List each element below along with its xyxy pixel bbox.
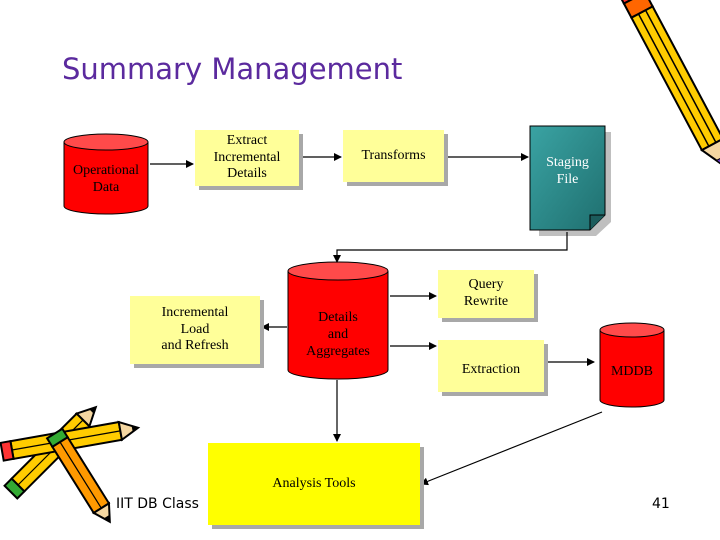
analysis-tools-box: Analysis Tools xyxy=(208,443,420,525)
flow-arrows xyxy=(150,153,603,486)
incremental-load-label: Incremental Load and Refresh xyxy=(161,304,229,354)
analysis-tools-label: Analysis Tools xyxy=(272,476,356,491)
pencil-icon xyxy=(618,0,720,168)
extraction-box: Extraction xyxy=(438,340,544,392)
details-aggregates-label: Details and Aggregates xyxy=(306,310,370,359)
operational-data-label: Operational Data xyxy=(72,163,140,195)
arrow-mddb-to-analysis xyxy=(420,411,603,486)
details-aggregates-database xyxy=(287,261,389,380)
pencils-group-icon xyxy=(0,405,141,524)
query-rewrite-box: Query Rewrite xyxy=(438,270,534,318)
staging-file-label: Staging File xyxy=(546,155,589,187)
arrow-staging-to-details xyxy=(333,232,568,263)
extraction-label: Extraction xyxy=(461,362,521,377)
staging-file-document xyxy=(529,125,611,236)
footer-page-number: 41 xyxy=(652,496,670,512)
mddb-database xyxy=(599,322,665,408)
mddb-label: MDDB xyxy=(610,364,653,379)
transforms-box: Transforms xyxy=(343,130,444,182)
extract-incremental-label: Extract Incremental Details xyxy=(213,132,281,182)
query-rewrite-label: Query Rewrite xyxy=(463,277,509,309)
footer-class-name: IIT DB Class xyxy=(116,496,199,512)
incremental-load-box: Incremental Load and Refresh xyxy=(130,296,260,364)
transforms-label: Transforms xyxy=(361,148,426,163)
slide-title: Summary Management xyxy=(62,52,403,86)
operational-data-database xyxy=(63,133,149,215)
extract-incremental-box: Extract Incremental Details xyxy=(195,130,299,186)
